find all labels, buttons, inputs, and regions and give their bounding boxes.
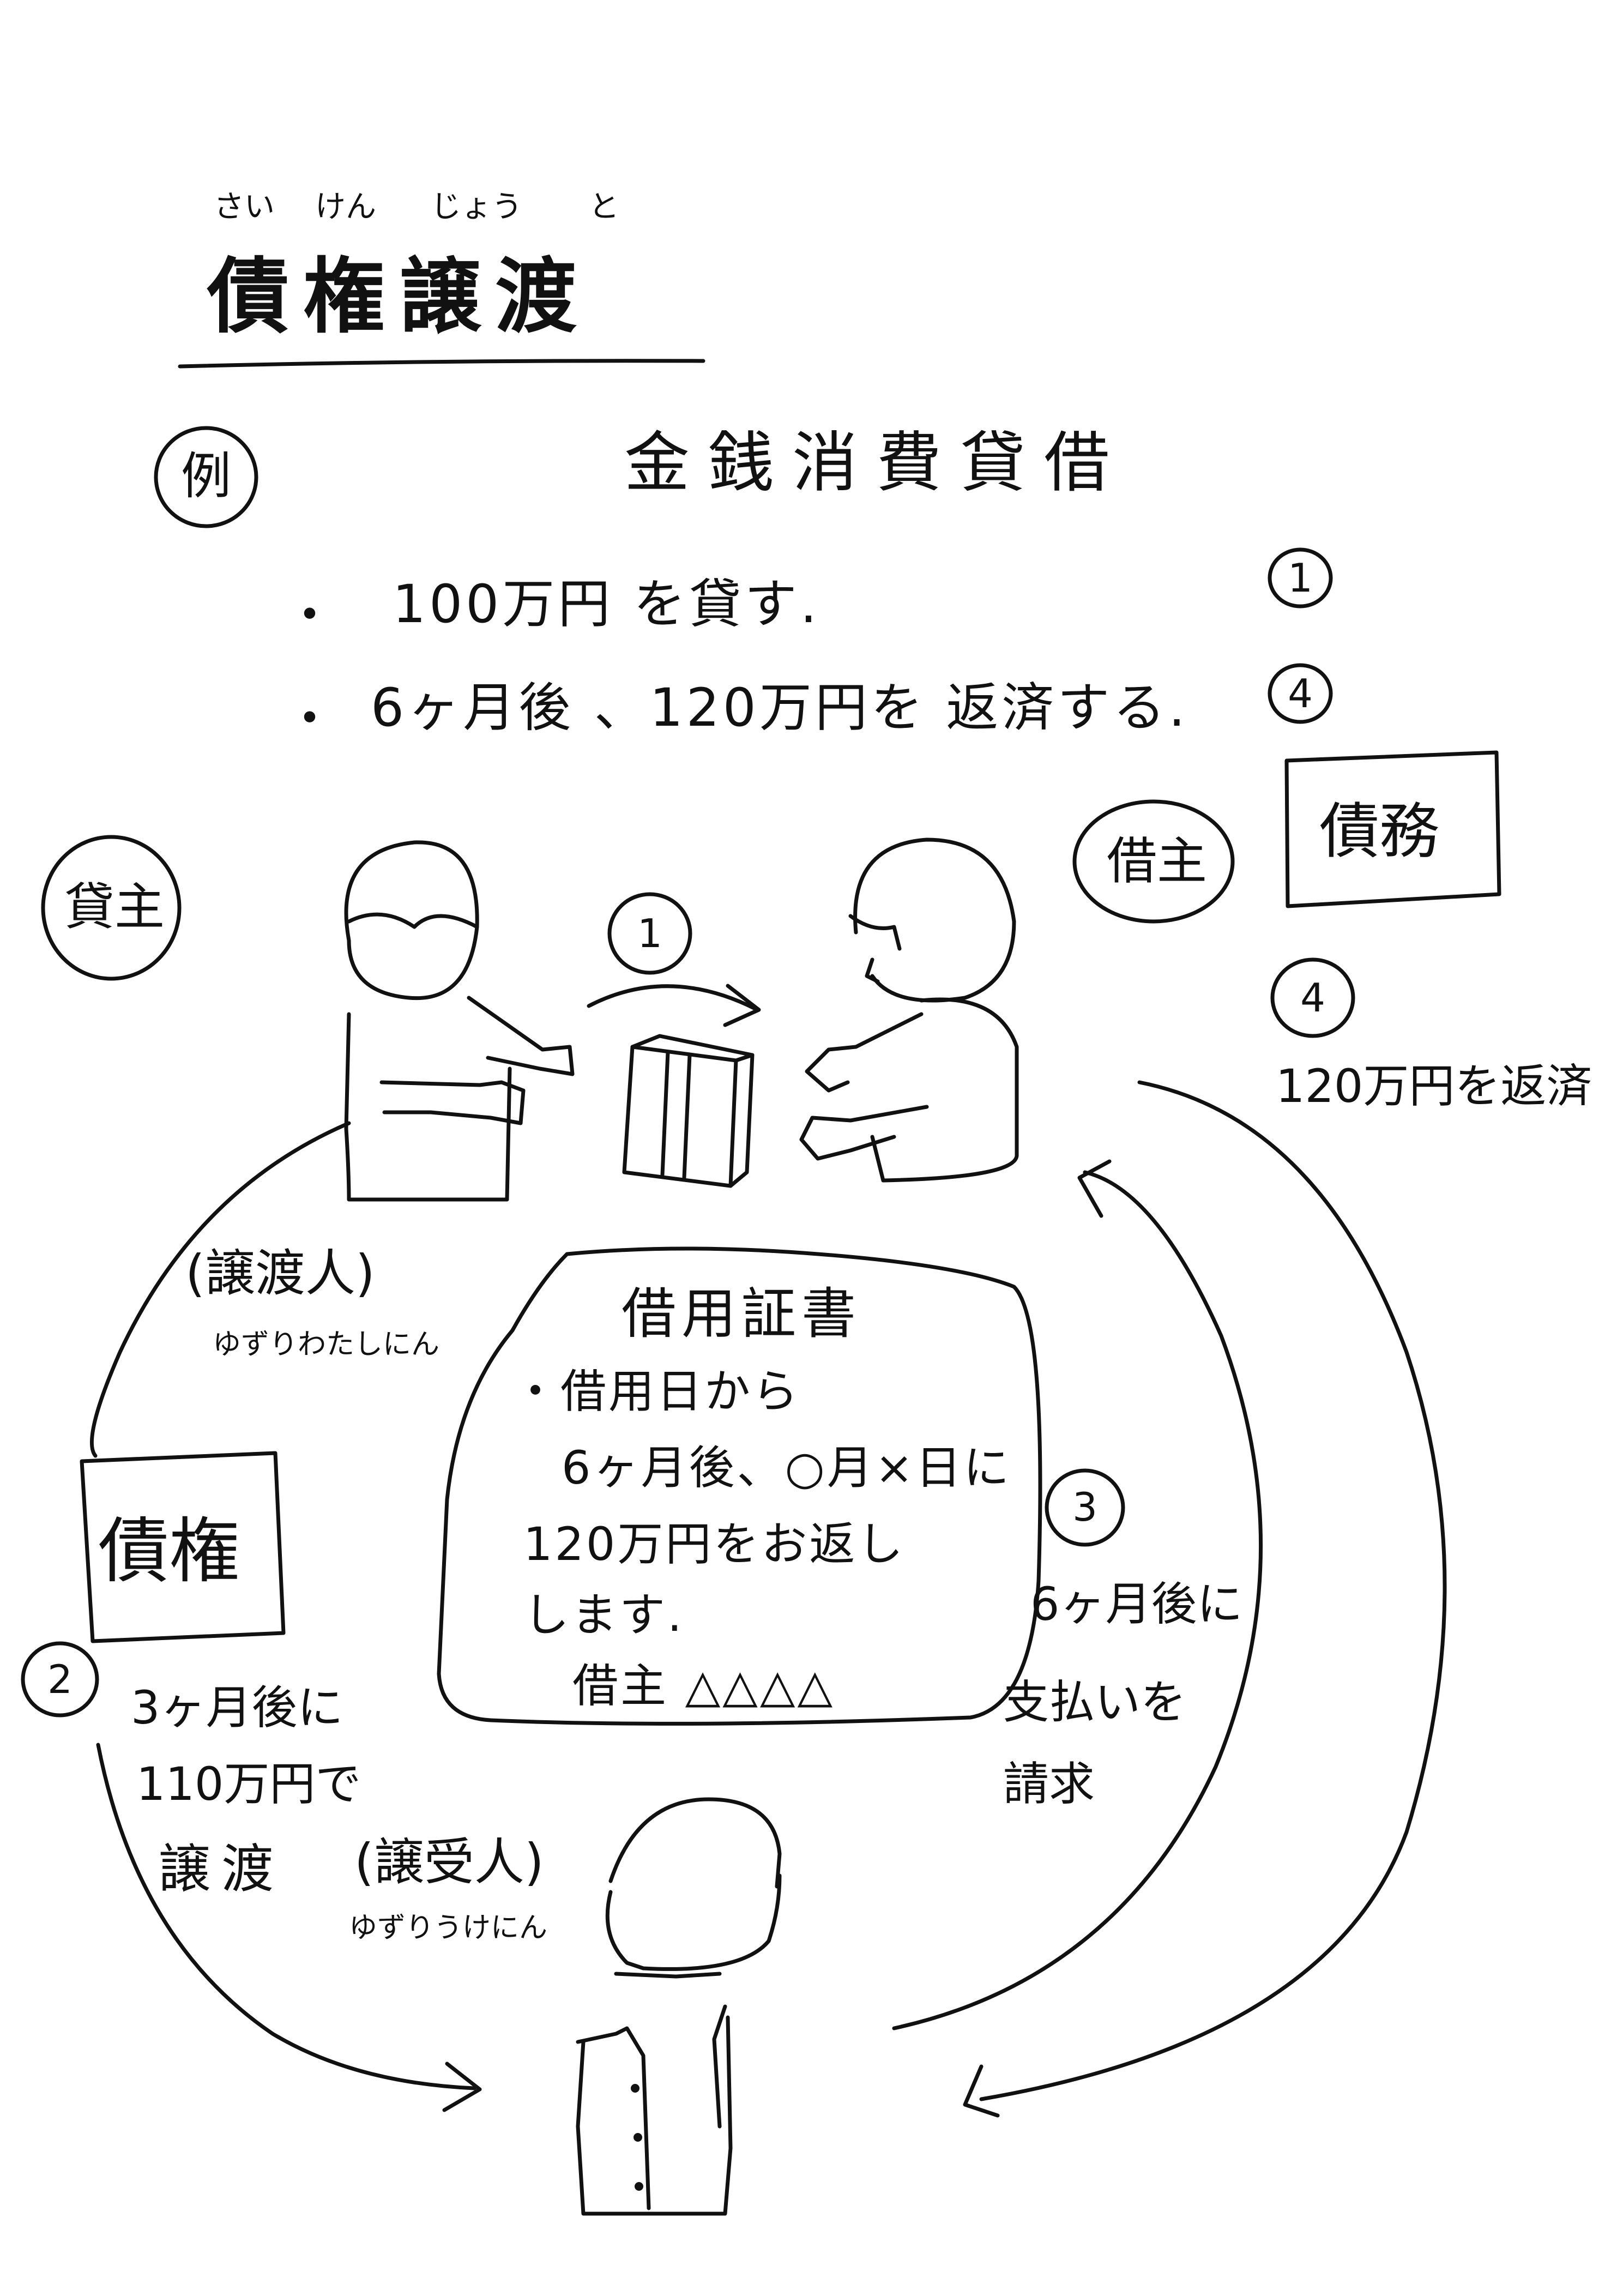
example-circle bbox=[154, 426, 258, 528]
num-circle-1-top bbox=[1268, 547, 1333, 608]
step-4-text: 120万円を返済 bbox=[1276, 1059, 1592, 1113]
borrower-circle bbox=[1072, 799, 1235, 924]
step-4-number: 4 bbox=[1300, 975, 1325, 1021]
button-dot-3 bbox=[635, 2182, 643, 2191]
step-3-number: 3 bbox=[1072, 1484, 1097, 1530]
arrow-step-1 bbox=[587, 984, 757, 1011]
borrower-head bbox=[853, 837, 1016, 1003]
title-furigana-1: さい bbox=[214, 189, 275, 225]
step-2-line-2: 110万円で bbox=[136, 1757, 361, 1811]
step-3-line-2: 支払いを bbox=[1003, 1676, 1187, 1729]
arc-step-2 bbox=[96, 1743, 476, 2090]
certificate-line-4: します. bbox=[523, 1588, 684, 1642]
bullet-text-1: 100万円 を貸す. bbox=[393, 574, 820, 635]
num-circle-4-right bbox=[1270, 957, 1355, 1038]
arc-step-4 bbox=[979, 1080, 1447, 2101]
title-furigana-3: じょう bbox=[431, 189, 522, 225]
page-title: 債権譲渡 bbox=[207, 250, 592, 345]
assignee-arm-left bbox=[576, 2026, 651, 2210]
arc-step-4-head bbox=[963, 2064, 1000, 2118]
num-circle-4-top bbox=[1268, 663, 1333, 724]
title-underline bbox=[178, 359, 705, 369]
step-2-line-1: 3ヶ月後に bbox=[131, 1681, 343, 1734]
certificate-line-1: ・借用日から bbox=[512, 1365, 801, 1418]
lender-head bbox=[344, 840, 479, 1001]
certificate-line-2: 6ヶ月後、○月×日に bbox=[562, 1441, 1012, 1494]
credit-box bbox=[80, 1451, 286, 1643]
num-circle-2 bbox=[21, 1641, 99, 1718]
bullet-dot-2: ・ bbox=[283, 688, 339, 749]
credit-label: 債権 bbox=[98, 1510, 240, 1593]
lender-label: 貸主 bbox=[64, 878, 165, 936]
title-furigana-2: けん bbox=[315, 189, 376, 225]
assignee-reading: ゆずりうけにん bbox=[349, 1912, 548, 1944]
button-dot-2 bbox=[633, 2133, 642, 2142]
lender-hair bbox=[347, 912, 479, 929]
money-box-side bbox=[728, 1053, 755, 1188]
certificate-frame bbox=[437, 1246, 1042, 1726]
example-heading: 金銭消費貸借 bbox=[624, 425, 1128, 501]
debt-box bbox=[1284, 750, 1501, 908]
certificate-title: 借用証書 bbox=[622, 1282, 861, 1346]
borrower-arm-lower bbox=[799, 1105, 929, 1161]
assignee-collar bbox=[614, 1972, 722, 1979]
lender-body bbox=[344, 1012, 512, 1202]
assignee-arm-right bbox=[712, 2004, 727, 2129]
bullet-num-1: 1 bbox=[1288, 555, 1313, 601]
title-furigana-4: と bbox=[589, 189, 619, 225]
step-2-line-3: 譲渡 bbox=[158, 1839, 285, 1900]
money-box-top bbox=[630, 1034, 755, 1063]
num-circle-3 bbox=[1045, 1468, 1125, 1547]
num-circle-1-mid bbox=[607, 892, 692, 975]
certificate-signature: 借主 △△△△ bbox=[572, 1659, 835, 1713]
arc-step-3-head bbox=[1077, 1159, 1112, 1218]
borrower-arm-upper bbox=[805, 1012, 924, 1093]
assignor-reading: ゆずりわたしにん bbox=[213, 1328, 440, 1361]
assignee-hair bbox=[608, 1797, 782, 1889]
assignor-label: (譲渡人) bbox=[185, 1244, 375, 1303]
arrow-step-1-head bbox=[723, 984, 761, 1027]
assignee-body bbox=[576, 2015, 733, 2216]
step-1-number: 1 bbox=[637, 911, 662, 956]
example-marker: 例 bbox=[181, 447, 232, 505]
step-2-number: 2 bbox=[47, 1656, 73, 1702]
borrower-face bbox=[865, 957, 880, 984]
assignee-head bbox=[605, 1873, 782, 1971]
bullet-dot-1: ・ bbox=[283, 584, 339, 646]
certificate-line-3: 120万円をお返し bbox=[523, 1517, 906, 1571]
lender-arm-upper bbox=[467, 996, 575, 1076]
lender-arm-lower bbox=[379, 1080, 526, 1125]
money-box bbox=[622, 1045, 738, 1188]
arc-step-3 bbox=[892, 1170, 1263, 2030]
assignee-label: (譲受人) bbox=[354, 1833, 544, 1891]
borrower-body bbox=[870, 997, 1019, 1183]
arc-step-2-head bbox=[442, 2062, 482, 2112]
bullet-num-4: 4 bbox=[1288, 671, 1313, 716]
bullet-text-2: 6ヶ月後 、120万円を 返済する. bbox=[371, 677, 1188, 738]
lender-circle bbox=[41, 835, 182, 981]
money-box-band bbox=[660, 1050, 692, 1180]
arc-assignor-to-assignee bbox=[89, 1121, 351, 1458]
borrower-label: 借主 bbox=[1107, 832, 1208, 890]
debt-label: 債務 bbox=[1319, 797, 1439, 866]
step-3-line-3: 請求 bbox=[1003, 1757, 1095, 1811]
borrower-hair bbox=[848, 914, 902, 951]
step-3-line-1: 6ヶ月後に bbox=[1030, 1577, 1243, 1631]
button-dot-1 bbox=[631, 2084, 639, 2093]
